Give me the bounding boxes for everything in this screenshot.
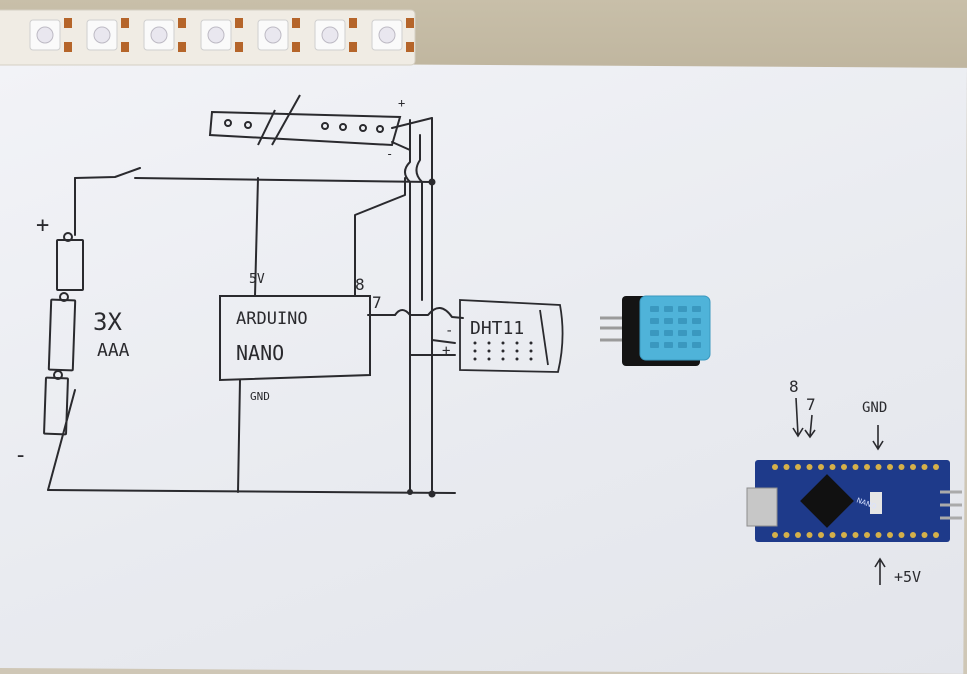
nano-gnd-note: GND xyxy=(862,400,887,416)
dht-plus-label: + xyxy=(442,343,450,359)
pin-8-label: 8 xyxy=(355,275,365,294)
strip-minus-label: - xyxy=(386,147,393,161)
schematic-labels: + - 3X AAA ARDUINO NANO 5V 8 7 GND DHT11… xyxy=(14,96,524,468)
junction-dots xyxy=(407,178,436,498)
dht11-module xyxy=(600,295,711,366)
pin-gnd-label: GND xyxy=(250,390,270,403)
arduino-box xyxy=(219,295,371,382)
dht11-drawing xyxy=(459,299,564,373)
nano-pin7-note: 7 xyxy=(806,395,816,414)
nano-5v-note: +5V xyxy=(894,568,921,586)
battery-minus-label: - xyxy=(14,443,27,468)
battery-pack xyxy=(43,232,84,436)
arduino-label-line2: NANO xyxy=(236,341,284,365)
arduino-nano-board: NANO xyxy=(746,460,962,542)
arduino-label-line1: ARDUINO xyxy=(236,309,308,329)
drawn-led-strip xyxy=(208,94,402,147)
battery-count-label: 3X xyxy=(93,308,122,336)
nano-arrows xyxy=(792,397,886,585)
nano-labels: 8 7 GND +5V xyxy=(789,377,921,586)
schematic-wires xyxy=(47,117,464,494)
led-strip xyxy=(0,9,416,66)
nano-pin8-note: 8 xyxy=(789,377,799,396)
dht-minus-label: - xyxy=(445,323,453,339)
pin-7-label: 7 xyxy=(372,293,382,312)
battery-plus-label: + xyxy=(36,213,49,238)
dht11-label: DHT11 xyxy=(470,318,524,339)
battery-type-label: AAA xyxy=(97,340,130,361)
strip-plus-label: + xyxy=(398,96,405,110)
pin-5v-label: 5V xyxy=(249,272,265,287)
